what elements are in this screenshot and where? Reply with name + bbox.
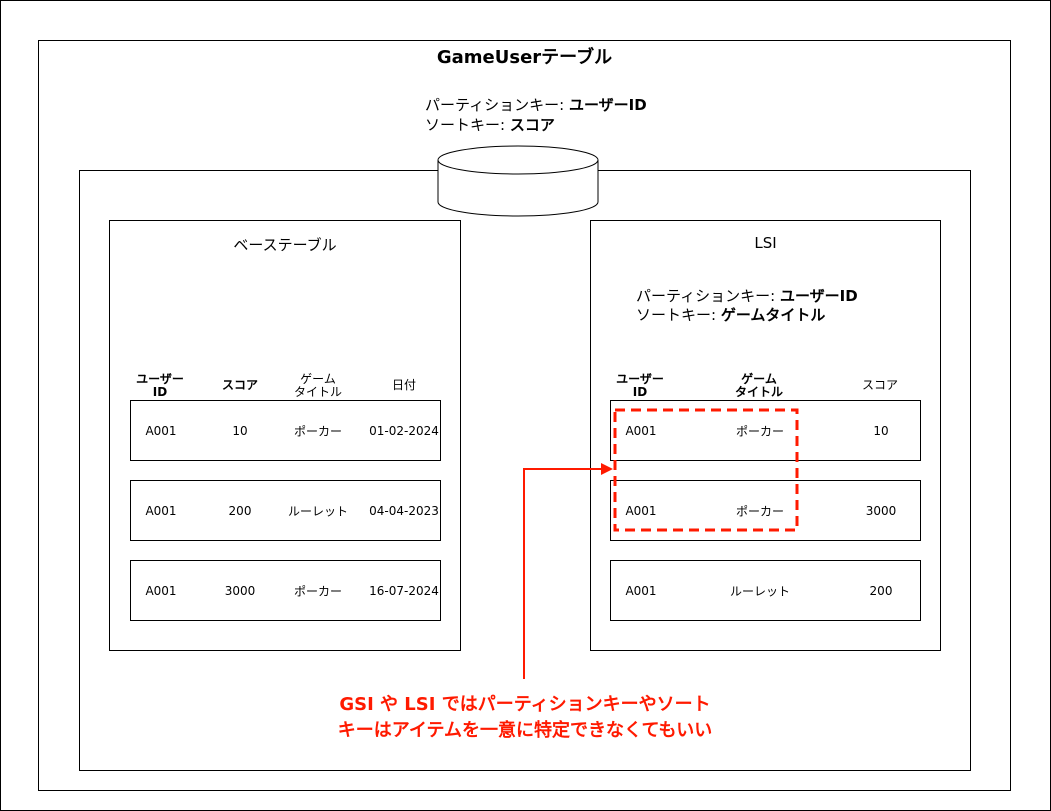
base-row-2-game-title: ルーレット	[287, 504, 349, 518]
base-row-1-game-title: ポーカー	[293, 424, 343, 438]
base-row-1-user-id: A001	[145, 423, 177, 438]
sort-key-value: スコア	[509, 116, 555, 134]
lsi-row-2-score: 3000	[865, 503, 897, 518]
red-annotation-note: GSI や LSI ではパーティションキーやソート キーはアイテムを一意に特定で…	[150, 692, 900, 744]
lsi-row-1-score: 10	[873, 423, 889, 438]
lsi-header-score-text: スコア	[861, 378, 899, 392]
lsi-row-2: A001 ポーカー 3000	[610, 480, 921, 541]
base-row-2: A001 200 ルーレット 04-04-2023	[130, 480, 441, 541]
base-header-date: 日付	[392, 379, 416, 392]
base-row-2-date: 04-04-2023	[369, 503, 439, 518]
partition-key-label: パーティションキー:	[425, 96, 569, 114]
base-row-1-score: 10	[232, 423, 248, 438]
lsi-row-2-user-id: A001	[625, 503, 657, 518]
base-header-game-title-text: ゲーム タイトル	[293, 372, 343, 399]
lsi-header-user-id: ユーザー ID	[616, 373, 664, 399]
base-table-title: ベーステーブル	[233, 236, 337, 254]
base-header-score: スコア	[222, 379, 258, 392]
base-header-score-text: スコア	[221, 378, 259, 392]
base-header-date-text: 日付	[391, 378, 417, 392]
base-row-1-date: 01-02-2024	[369, 423, 439, 438]
gameuser-table-title: GameUserテーブル	[436, 47, 613, 68]
table-sort-key: ソートキー: スコア	[425, 115, 647, 135]
base-row-3-date: 16-07-2024	[369, 583, 439, 598]
lsi-partition-key-label: パーティションキー:	[636, 287, 780, 305]
lsi-header-game-title: ゲーム タイトル	[735, 373, 783, 399]
lsi-row-3-game-title: ルーレット	[729, 584, 791, 598]
sort-key-label: ソートキー:	[425, 116, 510, 134]
lsi-row-1-user-id: A001	[625, 423, 657, 438]
lsi-sort-key-label: ソートキー:	[636, 306, 721, 324]
lsi-row-3-score: 200	[869, 583, 893, 598]
lsi-keys: パーティションキー: ユーザーID ソートキー: ゲームタイトル	[636, 287, 858, 325]
note-line-2: キーはアイテムを一意に特定できなくてもいい	[337, 720, 713, 741]
base-row-3: A001 3000 ポーカー 16-07-2024	[130, 560, 441, 621]
lsi-header-game-title-text: ゲーム タイトル	[734, 372, 784, 399]
database-icon	[437, 145, 599, 217]
lsi-row-3-user-id: A001	[625, 583, 657, 598]
lsi-partition-key-value: ユーザーID	[779, 287, 858, 305]
lsi-title: LSI	[754, 234, 777, 252]
table-keys: パーティションキー: ユーザーID ソートキー: スコア	[425, 95, 647, 135]
base-row-2-user-id: A001	[145, 503, 177, 518]
lsi-row-1: A001 ポーカー 10	[610, 400, 921, 461]
lsi-row-3: A001 ルーレット 200	[610, 560, 921, 621]
lsi-sort-key-value: ゲームタイトル	[720, 306, 826, 324]
note-line-1: GSI や LSI ではパーティションキーやソート	[339, 694, 711, 715]
lsi-partition-key: パーティションキー: ユーザーID	[636, 287, 858, 306]
base-header-user-id: ユーザー ID	[136, 373, 184, 399]
base-header-user-id-text: ユーザー ID	[136, 372, 184, 399]
base-row-3-user-id: A001	[145, 583, 177, 598]
partition-key-value: ユーザーID	[568, 96, 647, 114]
table-partition-key: パーティションキー: ユーザーID	[425, 95, 647, 115]
base-row-2-score: 200	[228, 503, 252, 518]
base-row-3-game-title: ポーカー	[293, 584, 343, 598]
base-row-1: A001 10 ポーカー 01-02-2024	[130, 400, 441, 461]
lsi-sort-key: ソートキー: ゲームタイトル	[636, 306, 858, 325]
base-header-game-title: ゲーム タイトル	[294, 373, 342, 399]
lsi-row-1-game-title: ポーカー	[735, 424, 785, 438]
base-row-3-score: 3000	[224, 583, 256, 598]
lsi-header-score: スコア	[862, 379, 898, 392]
lsi-row-2-game-title: ポーカー	[735, 504, 785, 518]
lsi-header-user-id-text: ユーザー ID	[616, 372, 664, 399]
